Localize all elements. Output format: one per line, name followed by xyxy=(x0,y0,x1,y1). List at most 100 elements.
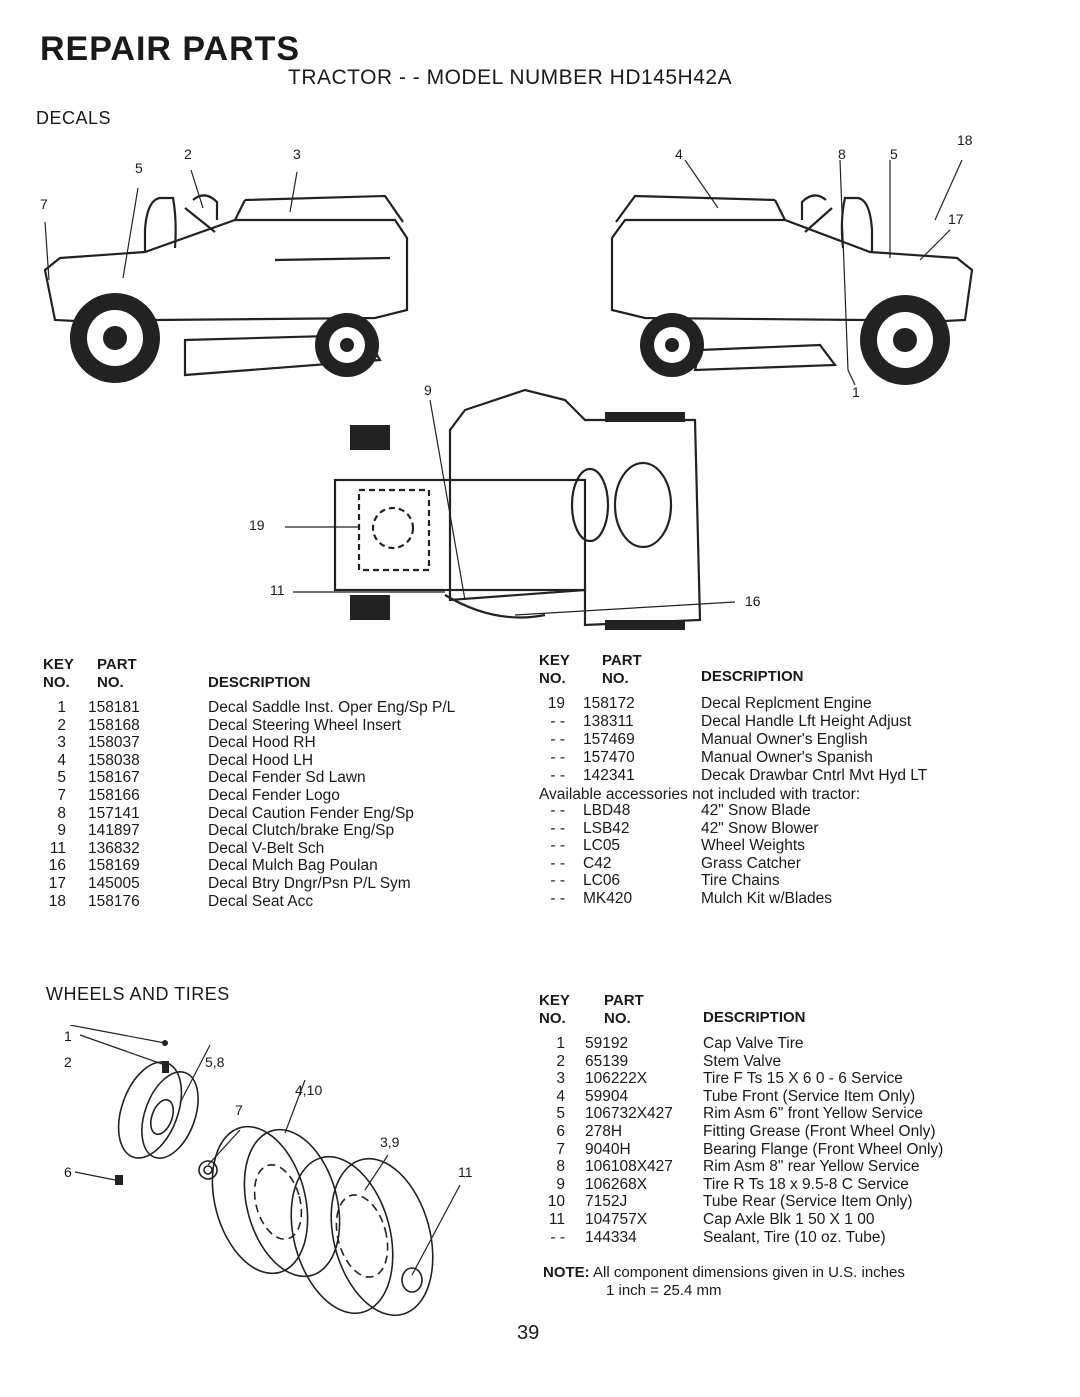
wheel-callout-2: 2 xyxy=(64,1054,72,1070)
tractor-side-view-right xyxy=(610,160,974,386)
header-key: KEY xyxy=(539,652,570,669)
callout-2: 2 xyxy=(184,146,192,162)
description-cell: Decal Replcment Engine xyxy=(701,695,872,712)
key-cell: - - xyxy=(550,713,565,730)
part-number-cell: MK420 xyxy=(583,890,633,907)
part-number-cell: 158169 xyxy=(88,857,140,875)
key-cell: 2 xyxy=(57,716,66,734)
header-description: DESCRIPTION xyxy=(208,674,311,691)
key-cell: - - xyxy=(550,872,565,890)
key-cell: - - xyxy=(550,819,565,837)
key-cell: 11 xyxy=(49,839,66,857)
description-cell: Tube Rear (Service Item Only) xyxy=(703,1193,913,1211)
header-key-no: NO. xyxy=(43,674,70,691)
note-label: NOTE: xyxy=(543,1264,590,1281)
key-cell: 17 xyxy=(48,875,66,892)
part-number-cell: 9040H xyxy=(585,1140,631,1158)
key-cell: 10 xyxy=(547,1193,565,1211)
key-cell: 1 xyxy=(556,1035,565,1052)
header-part-no: NO. xyxy=(602,670,629,687)
key-cell: 19 xyxy=(547,695,565,712)
note-line2: 1 inch = 25.4 mm xyxy=(606,1282,722,1299)
description-cell: Cap Axle Blk 1 50 X 1 00 xyxy=(703,1211,875,1228)
description-cell: Decal Saddle Inst. Oper Eng/Sp P/L xyxy=(208,699,456,716)
part-number-cell: 158167 xyxy=(88,769,140,787)
callout-9: 9 xyxy=(424,382,432,398)
part-number-cell: C42 xyxy=(583,854,612,872)
part-number-cell: 158181 xyxy=(88,699,140,716)
description-cell: Decal Btry Dngr/Psn P/L Sym xyxy=(208,875,411,892)
key-cell: - - xyxy=(550,731,565,748)
tractor-top-view xyxy=(285,388,736,630)
key-cell: - - xyxy=(550,1228,565,1246)
header-description: DESCRIPTION xyxy=(703,1009,806,1026)
description-cell: Tire R Ts 18 x 9.5-8 C Service xyxy=(703,1175,909,1193)
description-cell: Decal Caution Fender Eng/Sp xyxy=(208,804,414,822)
part-number-cell: 106268X xyxy=(585,1175,648,1193)
key-cell: - - xyxy=(550,854,565,872)
description-cell: 42" Snow Blower xyxy=(701,819,819,837)
key-cell: - - xyxy=(550,802,565,819)
callout-11: 11 xyxy=(270,582,285,598)
header-part: PART xyxy=(604,992,644,1009)
description-cell: Wheel Weights xyxy=(701,837,805,855)
description-cell: Decal Steering Wheel Insert xyxy=(208,716,401,734)
wheel-callout-7: 7 xyxy=(235,1102,243,1118)
part-number-cell: 158166 xyxy=(88,787,140,804)
key-cell: 8 xyxy=(556,1158,565,1176)
part-number-cell: 158172 xyxy=(583,695,635,712)
wheel-callout-3-9: 3,9 xyxy=(380,1134,400,1150)
part-number-cell: 145005 xyxy=(88,875,140,892)
section-decals-heading: DECALS xyxy=(36,108,112,128)
callout-3: 3 xyxy=(293,146,301,162)
part-number-cell: 7152J xyxy=(585,1193,628,1211)
description-cell: Decal Handle Lft Height Adjust xyxy=(701,713,912,730)
callout-1: 1 xyxy=(852,384,860,400)
page-title: REPAIR PARTS xyxy=(40,30,301,68)
key-cell: 4 xyxy=(556,1087,565,1105)
part-number-cell: 136832 xyxy=(88,839,140,857)
callout-18: 18 xyxy=(957,132,973,148)
description-cell: Manual Owner's English xyxy=(701,731,868,748)
key-cell: 8 xyxy=(57,804,66,822)
part-number-cell: 158176 xyxy=(88,892,140,910)
key-cell: - - xyxy=(550,890,565,907)
header-part: PART xyxy=(97,656,137,673)
description-cell: 42" Snow Blade xyxy=(701,802,811,819)
wheel-callout-1: 1 xyxy=(64,1028,72,1044)
key-cell: 7 xyxy=(556,1140,565,1158)
key-cell: 18 xyxy=(48,892,66,910)
description-cell: Decal V-Belt Sch xyxy=(208,839,325,857)
part-number-cell: 144334 xyxy=(585,1228,637,1246)
part-number-cell: 106108X427 xyxy=(585,1158,673,1176)
part-number-cell: 138311 xyxy=(583,713,634,730)
header-description: DESCRIPTION xyxy=(701,668,804,685)
part-number-cell: 106732X427 xyxy=(585,1105,673,1123)
part-number-cell: 157141 xyxy=(88,804,140,822)
callout-17: 17 xyxy=(948,211,964,227)
description-cell: Sealant, Tire (10 oz. Tube) xyxy=(703,1228,886,1246)
key-cell: 1 xyxy=(57,699,66,716)
description-cell: Decal Hood RH xyxy=(208,734,316,752)
description-cell: Tire F Ts 15 X 6 0 - 6 Service xyxy=(703,1070,903,1088)
key-cell: 5 xyxy=(556,1105,565,1123)
part-number-cell: LBD48 xyxy=(583,802,631,819)
section-wheels-heading: WHEELS AND TIRES xyxy=(46,984,230,1004)
description-cell: Decak Drawbar Cntrl Mvt Hyd LT xyxy=(701,767,928,784)
part-number-cell: 59904 xyxy=(585,1087,629,1105)
page-number: 39 xyxy=(517,1322,540,1344)
part-number-cell: LSB42 xyxy=(583,819,630,837)
description-cell: Rim Asm 6" front Yellow Service xyxy=(703,1105,924,1123)
callout-5-right: 5 xyxy=(890,146,898,162)
header-key-no: NO. xyxy=(539,670,566,687)
part-number-cell: 141897 xyxy=(88,822,140,840)
description-cell: Decal Hood LH xyxy=(208,751,314,769)
part-number-cell: 158168 xyxy=(88,716,140,734)
description-cell: Tube Front (Service Item Only) xyxy=(703,1087,916,1105)
description-cell: Mulch Kit w/Blades xyxy=(701,890,832,907)
header-key-no: NO. xyxy=(539,1010,566,1027)
part-number-cell: 104757X xyxy=(585,1211,648,1228)
